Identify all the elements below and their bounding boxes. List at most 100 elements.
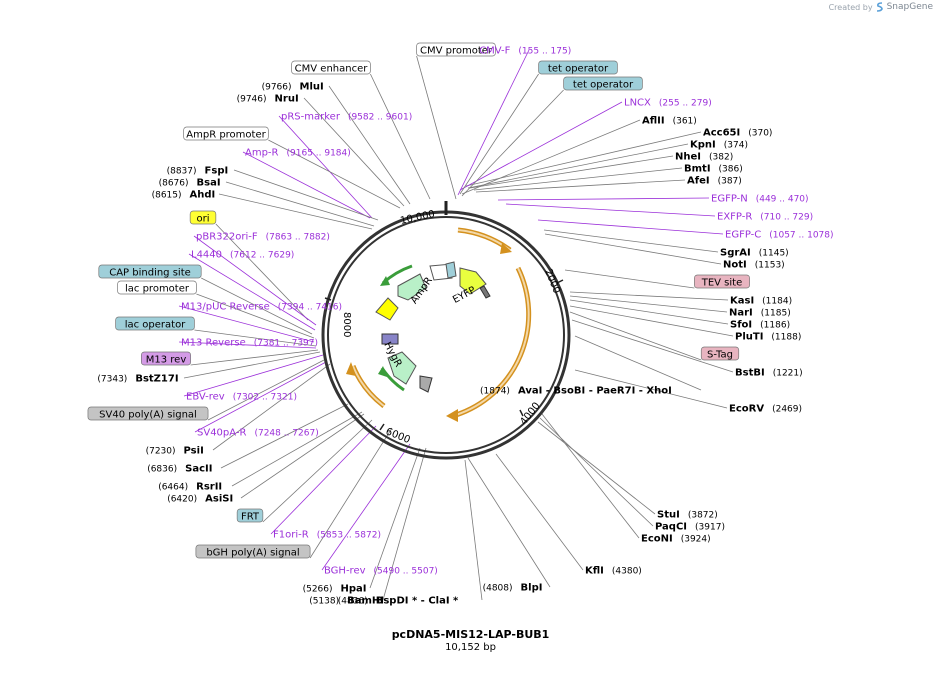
leader-line <box>569 299 729 325</box>
green-orf-arrow-top <box>380 276 390 286</box>
leader-line <box>370 73 431 200</box>
label-tev-site: TEV site <box>694 274 750 289</box>
leader-line <box>262 419 373 523</box>
label-box <box>416 42 496 57</box>
label-tet-operator: tet operator <box>563 76 643 91</box>
label-bsai: (8676)BsaI <box>159 178 221 189</box>
leader-line <box>571 319 734 373</box>
label-l4440: L4440(7612 .. 7629) <box>191 250 294 261</box>
tick-label-10000: 10,000 <box>399 209 436 227</box>
leader-line <box>242 151 371 219</box>
orf-arrow-bub1 <box>446 409 458 422</box>
label-stui: StuI(3872) <box>657 510 718 521</box>
label-text: pRS-marker(9582 .. 9601) <box>281 112 412 123</box>
label-sfoi: SfoI(1186) <box>730 320 790 331</box>
tick-2000 <box>556 279 564 284</box>
leader-line <box>382 447 427 601</box>
label-box <box>115 316 195 331</box>
label-mlui: (9766)MluI <box>262 82 324 93</box>
label-ampr-promoter: AmpR promoter <box>183 126 269 141</box>
label-noti: NotI(1153) <box>723 260 785 271</box>
label-text: (7230)PsiI <box>146 446 204 457</box>
label-text: lac operator <box>125 320 186 331</box>
label-ahdi: (8615)AhdI <box>152 190 216 201</box>
leader-line <box>564 269 695 289</box>
leader-line <box>188 253 316 331</box>
label-text: ori <box>196 214 209 225</box>
label-text: (6836)SacII <box>147 464 212 475</box>
label-text: tet operator <box>548 64 609 75</box>
leader-line <box>544 233 722 265</box>
label-avai-bsobi-paer7i-xhoi: (1874)AvaI - BsoBI - PaeR7I - XhoI <box>480 386 672 397</box>
label-text: bGH poly(A) signal <box>206 548 299 559</box>
label-text: M13/pUC Reverse(7394 .. 7416) <box>181 302 342 313</box>
leader-line <box>473 167 683 191</box>
label-text: NarI(1185) <box>729 308 791 319</box>
label-text: (1874)AvaI - BsoBI - PaeR7I - XhoI <box>480 386 672 397</box>
label-text: PluTI(1188) <box>735 332 801 343</box>
label-cmv-enhancer: CMV enhancer <box>291 60 371 75</box>
leader-lines <box>178 49 734 601</box>
leader-line <box>278 115 373 219</box>
label-bstbi: BstBI(1221) <box>735 368 803 379</box>
leader-line <box>467 143 689 189</box>
hygr-feature-arrow <box>387 351 417 385</box>
label-text: CMV promoter <box>420 46 493 57</box>
label-sacii: (6836)SacII <box>147 464 212 475</box>
label-frt: FRT <box>236 508 264 523</box>
label-f1ori-r: F1ori-R(5853 .. 5872) <box>273 530 381 541</box>
label-text: AmpR promoter <box>186 130 266 141</box>
label-ecorv: EcoRV(2469) <box>729 404 802 415</box>
label-text: NotI(1153) <box>723 260 785 271</box>
label-text: M13 rev <box>146 355 187 366</box>
label-cap-binding-site: CAP binding site <box>98 264 202 279</box>
snapgene-credit: Created by SnapGene <box>829 2 933 12</box>
label-hpai: (5266)HpaI <box>303 584 367 595</box>
label-text: EcoRV(2469) <box>729 404 802 415</box>
leader-line <box>225 181 375 227</box>
label-kasi: KasI(1184) <box>730 296 792 307</box>
label-text: BGH-rev(5490 .. 5507) <box>324 566 438 577</box>
label-ebv-rev: EBV-rev(7302 .. 7321) <box>186 392 297 403</box>
leader-line <box>183 351 321 379</box>
leader-line <box>497 197 710 201</box>
label-box <box>538 60 618 75</box>
plasmid-name: pcDNA5-MIS12-LAP-BUB1 <box>391 628 550 641</box>
label-sgrai: SgrAI(1145) <box>720 248 789 259</box>
label-text: F1ori-R(5853 .. 5872) <box>273 530 381 541</box>
bgh-polya-feature <box>419 375 433 393</box>
leader-line <box>461 89 564 197</box>
label-text: (4836)BspDI * - ClaI * <box>338 596 459 607</box>
label-text: AflII(361) <box>642 116 697 127</box>
label-tet-operator: tet operator <box>538 60 618 75</box>
backbone-inner-ring <box>327 216 565 454</box>
label-text: (8837)FspI <box>167 166 229 177</box>
leader-line <box>537 219 724 235</box>
leader-line <box>212 363 331 451</box>
label-bgh-rev: BGH-rev(5490 .. 5507) <box>324 566 438 577</box>
label-text: (9766)MluI <box>262 82 324 93</box>
leader-line <box>240 413 365 499</box>
label-pluti: PluTI(1188) <box>735 332 801 343</box>
tick-label-8000: 8000 <box>341 312 352 337</box>
label-ori: ori <box>189 210 217 225</box>
label-text: TEV site <box>701 278 743 289</box>
label-text: BmtI(386) <box>684 164 743 175</box>
label-m13-rev: M13 rev <box>141 351 192 366</box>
label-text: KasI(1184) <box>730 296 792 307</box>
lac-promoter-feature <box>381 333 399 345</box>
label-text: Amp-R(9165 .. 9184) <box>245 148 351 159</box>
leader-line <box>475 179 686 193</box>
snapgene-logo-icon <box>876 2 883 12</box>
label-text: StuI(3872) <box>657 510 718 521</box>
label-paqci: PaqCI(3917) <box>655 522 725 533</box>
label-lac-promoter: lac promoter <box>117 280 197 295</box>
label-bmti: BmtI(386) <box>684 164 743 175</box>
label-text: (6464)RsrII <box>158 482 222 493</box>
label-egfp-n: EGFP-N(449 .. 470) <box>711 194 809 205</box>
orf-arc-left-inner <box>352 365 385 407</box>
label-kfli: KflI(4380) <box>585 566 642 577</box>
leader-line <box>416 55 457 200</box>
label-text: AfeI(387) <box>687 176 742 187</box>
leader-line <box>194 361 327 433</box>
